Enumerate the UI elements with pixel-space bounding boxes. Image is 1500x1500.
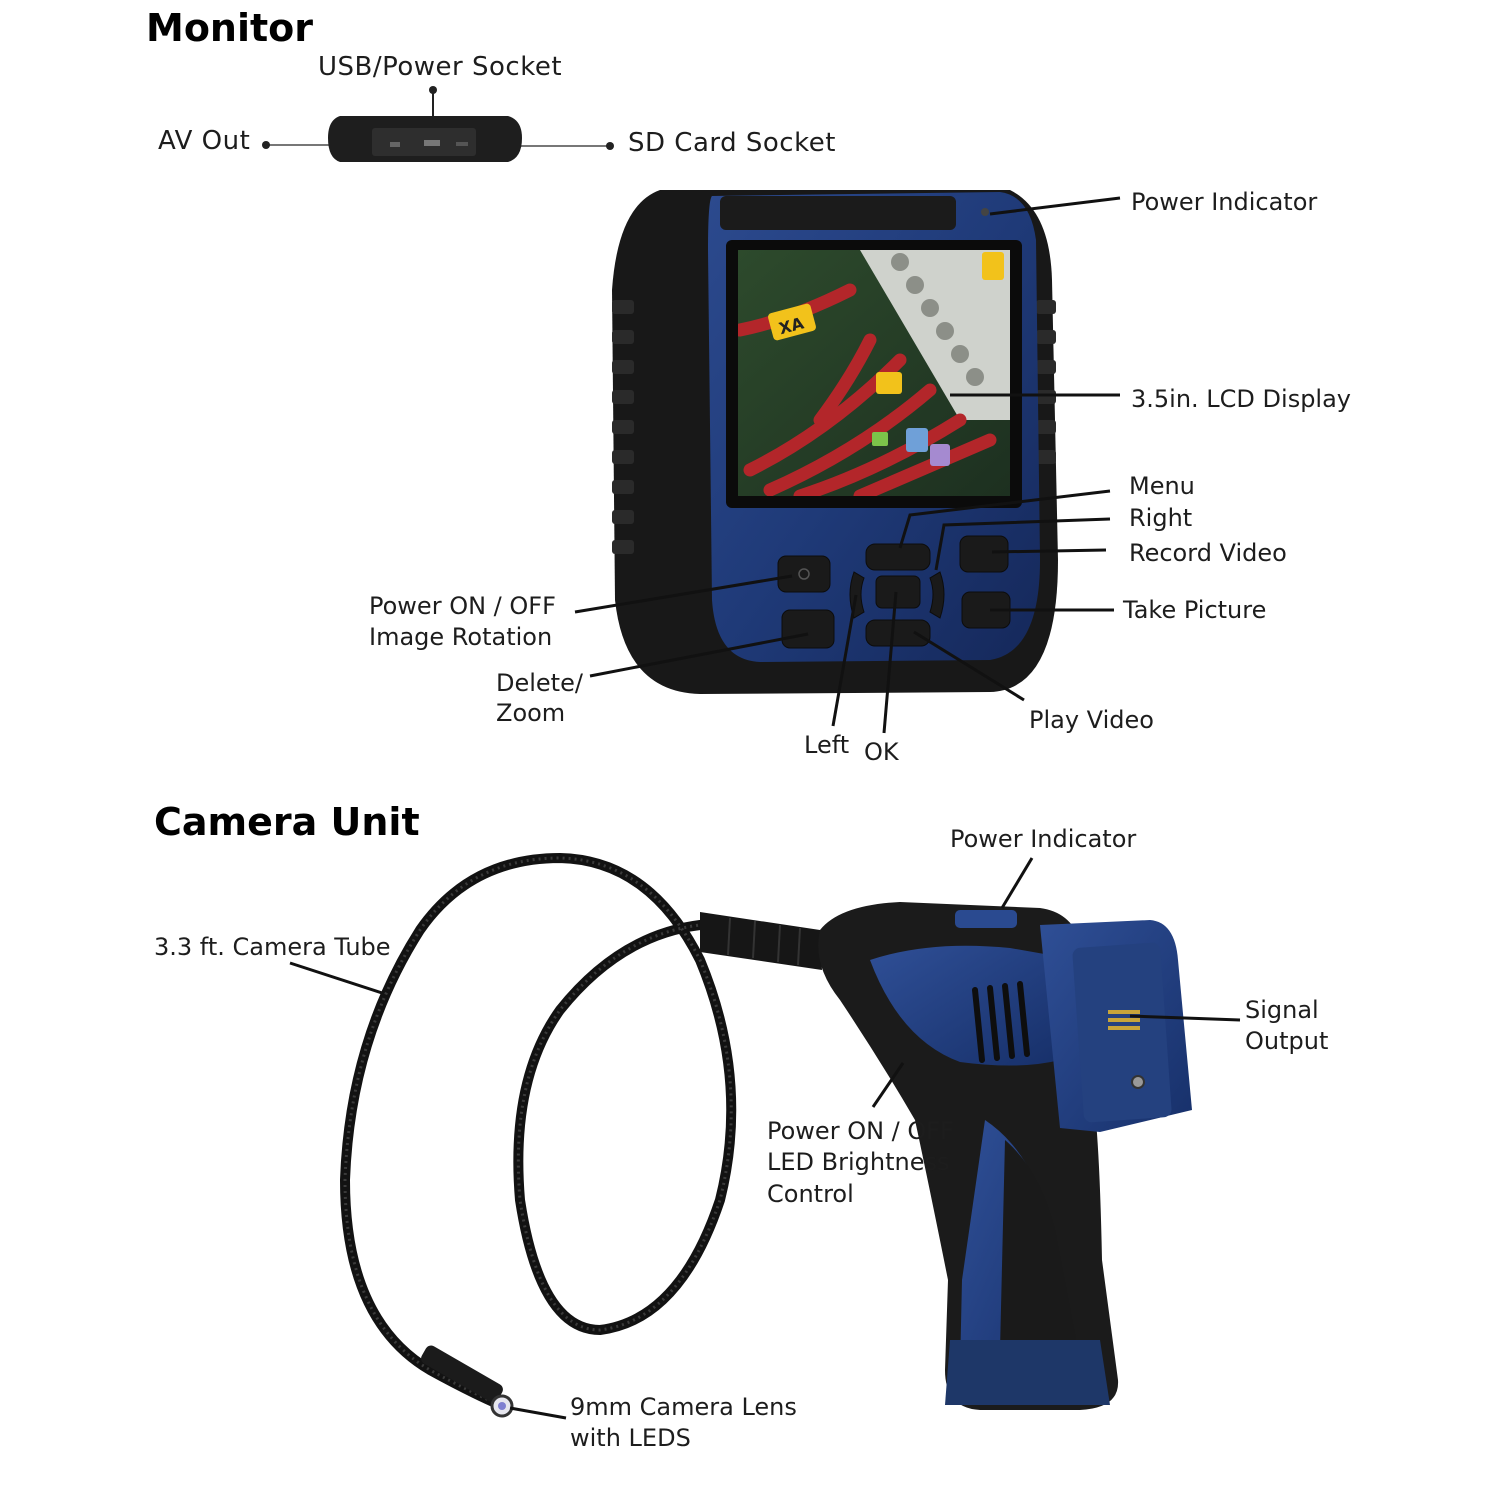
monitor-top-view: [262, 86, 614, 162]
label-menu: Menu: [1129, 472, 1195, 500]
label-delete: Delete/: [496, 669, 583, 697]
label-lcd-display: 3.5in. LCD Display: [1131, 385, 1352, 413]
label-sd-card-socket: SD Card Socket: [628, 128, 836, 158]
camera-unit-device: [339, 852, 1192, 1418]
monitor-device: XA: [612, 190, 1058, 694]
label-camera-tube: 3.3 ft. Camera Tube: [154, 933, 391, 961]
label-left: Left: [804, 731, 850, 759]
label-play-video: Play Video: [1029, 706, 1154, 734]
label-power-on-off-monitor: Power ON / OFF: [369, 592, 556, 620]
label-with-leds: with LEDS: [570, 1424, 691, 1452]
label-control: Control: [767, 1180, 854, 1208]
label-ok: OK: [864, 738, 899, 766]
label-power-indicator-monitor: Power Indicator: [1131, 188, 1318, 216]
label-camera-lens: 9mm Camera Lens: [570, 1393, 797, 1421]
label-signal: Signal: [1245, 996, 1319, 1024]
label-power-indicator-camera: Power Indicator: [950, 825, 1137, 853]
label-right: Right: [1129, 504, 1193, 532]
label-output: Output: [1245, 1027, 1329, 1055]
label-take-picture: Take Picture: [1123, 596, 1267, 624]
label-av-out: AV Out: [158, 126, 251, 156]
section-title-monitor: Monitor: [146, 6, 314, 50]
camera-leader-lines: [289, 857, 1241, 1420]
label-zoom: Zoom: [496, 699, 566, 727]
label-led-brightness: LED Brightness: [767, 1148, 950, 1176]
label-image-rotation: Image Rotation: [369, 623, 553, 651]
label-power-on-off-camera: Power ON / OFF: [767, 1117, 954, 1145]
label-usb-power-socket: USB/Power Socket: [318, 52, 563, 82]
monitor-leader-lines: [574, 196, 1121, 734]
label-record-video: Record Video: [1129, 539, 1287, 567]
section-title-camera-unit: Camera Unit: [154, 800, 420, 844]
